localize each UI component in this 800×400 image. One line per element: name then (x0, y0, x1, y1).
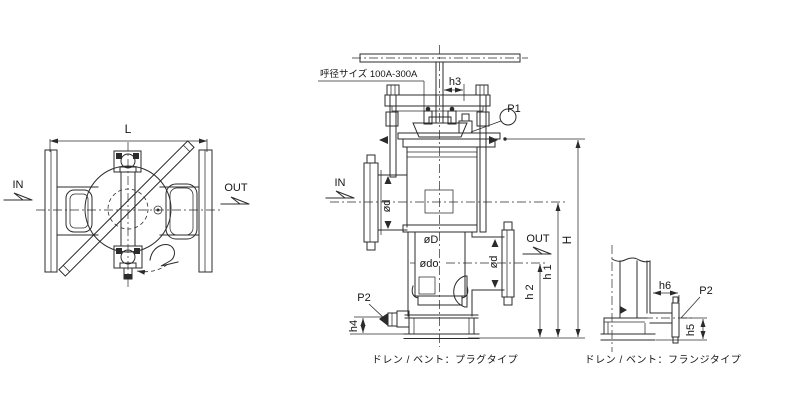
callout-p1: P1 (470, 103, 521, 133)
left-flange (44, 149, 58, 273)
outlet-neck (159, 183, 200, 240)
swing-arrow-left-icon (379, 136, 388, 144)
dim-label-h2: h 2 (524, 284, 536, 299)
t-handle-bar-diagonal (58, 140, 195, 277)
inner-circle (107, 188, 149, 230)
flow-arrow-icon (325, 190, 355, 199)
vessel-upper-shell (406, 146, 478, 228)
dimension-h2: h 2 (524, 264, 543, 337)
vessel-base (403, 314, 480, 339)
dimension-h4: h4 (348, 316, 406, 335)
middle-view: 呼径サイズ 100A-300A h3 (318, 45, 585, 366)
clamp-mark (620, 306, 627, 314)
outlet-nozzle: ød (471, 221, 515, 306)
strainer-chamber: øD ødo (402, 224, 478, 317)
in-label: IN (13, 179, 24, 191)
dimension-L: L (49, 122, 208, 152)
dim-label-H: H (560, 236, 574, 245)
bottom-pivot-mechanism (113, 245, 143, 280)
out-label: OUT (526, 233, 550, 245)
dim-label-h4: h4 (348, 320, 360, 332)
inlet-nozzle: ød (363, 154, 408, 251)
swing-arrow-right-icon (489, 136, 498, 144)
phi-d-inlet-label: ød (381, 200, 393, 213)
dimension-h1: h 1 (542, 203, 561, 337)
flow-arrow-icon (522, 246, 552, 255)
p2-label: P2 (357, 292, 370, 304)
flow-arrow-icon (220, 196, 250, 205)
bolt-circle (153, 205, 163, 215)
stem-gland (412, 106, 468, 138)
p2-label: P2 (699, 285, 712, 297)
dim-label-h5: h5 (685, 324, 697, 336)
left-view: L (3, 122, 250, 288)
phi-do-label: ødo (420, 258, 439, 270)
callout-p2: P2 (357, 292, 386, 320)
bolt-dot (156, 208, 160, 212)
basket-section-hatch (453, 275, 468, 308)
right-flange (198, 149, 213, 273)
caption-plug-type: ドレン / ベント：プラグタイプ (372, 353, 518, 366)
dim-label-h6: h6 (659, 280, 671, 292)
phi-D-label: øD (424, 234, 439, 246)
t-handle (352, 53, 528, 123)
out-label: OUT (224, 182, 248, 194)
dimension-h3: h3 (444, 76, 465, 101)
dimension-h5: h5 (656, 317, 707, 341)
drain-plug (379, 310, 410, 328)
dim-label-h1: h 1 (542, 264, 554, 279)
dim-label-h3: h3 (449, 76, 461, 88)
caption-flange-type: ドレン / ベント：フランジタイプ (585, 354, 742, 366)
davit-rods (385, 94, 490, 233)
swing-arrow (136, 244, 179, 275)
body-circle (84, 165, 172, 253)
dim-label-L: L (125, 122, 132, 136)
top-pivot-mechanism (113, 150, 142, 173)
inlet-neck (56, 186, 99, 236)
vessel-wall-partial (611, 257, 651, 319)
dimension-H: H (468, 137, 585, 339)
callout-p2-right: P2 (680, 285, 713, 319)
nameplate (424, 189, 454, 214)
mesh-screen (418, 276, 436, 295)
cover-plate (379, 113, 501, 148)
in-label: IN (335, 177, 346, 189)
phi-d-outlet-label: ød (488, 256, 500, 269)
size-note-text: 呼径サイズ 100A-300A (320, 68, 418, 80)
p1-label: P1 (507, 103, 520, 115)
flow-arrow-icon (3, 192, 33, 201)
dimension-h6: h6 (653, 280, 680, 302)
base-ring (600, 317, 656, 341)
right-view: h6 P2 h5 ドレン / ベント：フランジタイプ (585, 245, 742, 366)
yoke-crossbar (384, 84, 491, 112)
